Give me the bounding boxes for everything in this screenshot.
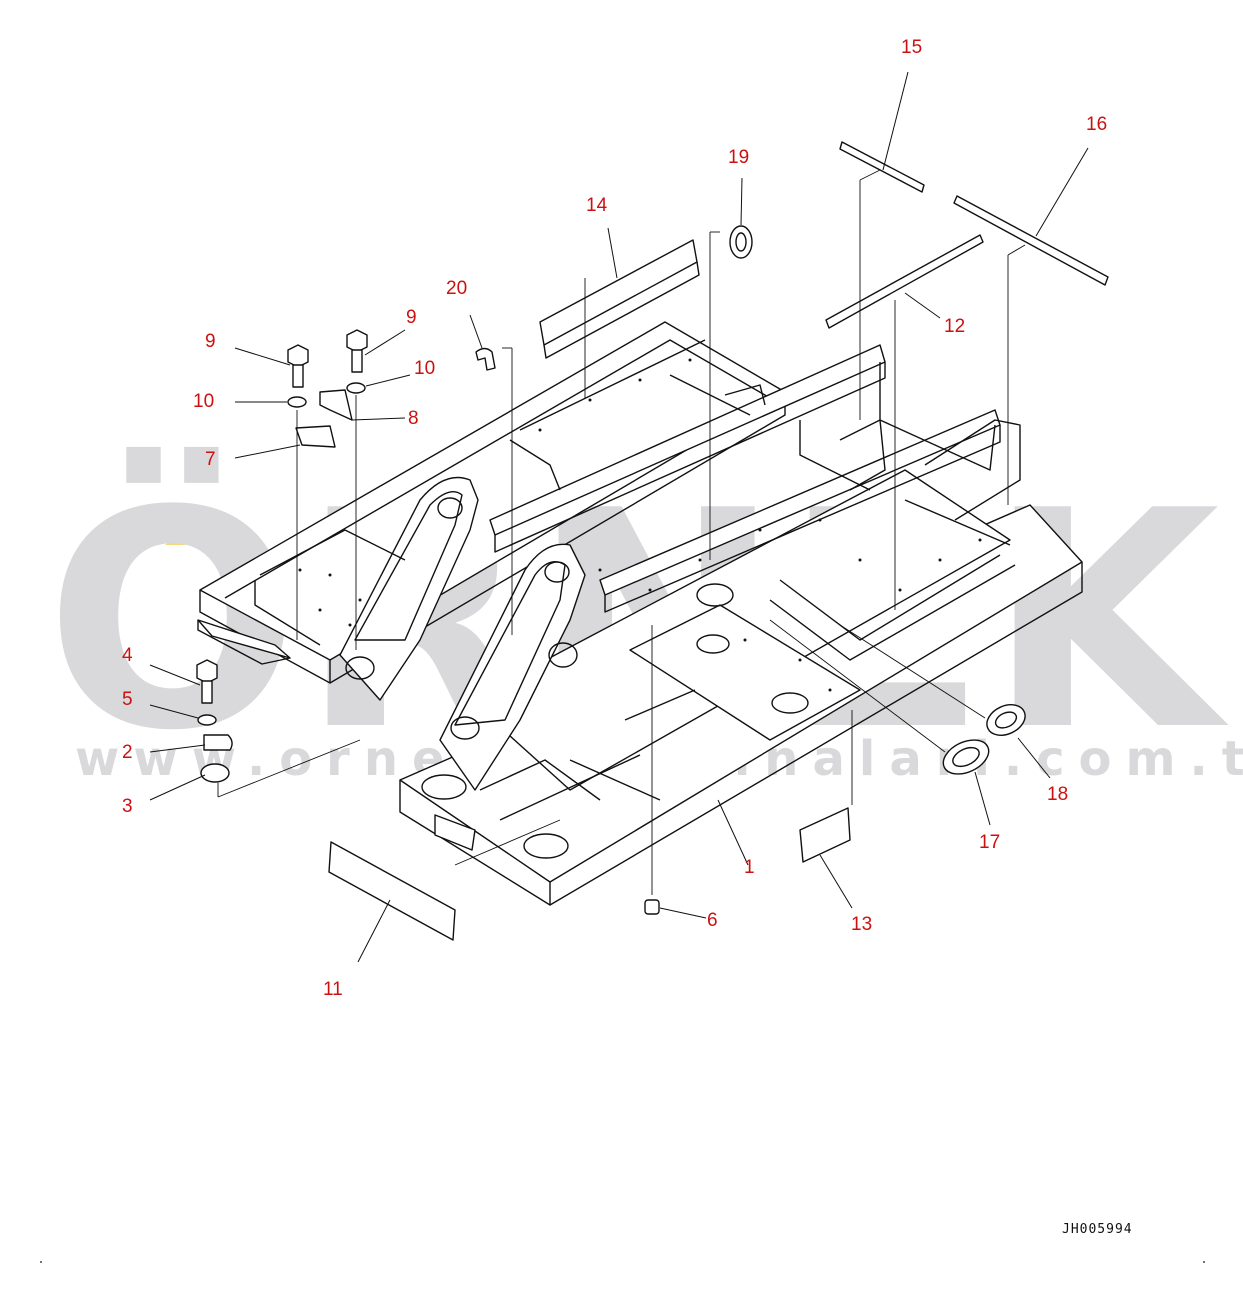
part-6-cap	[644, 899, 660, 915]
callout-3: 3	[122, 796, 133, 817]
callout-19: 19	[728, 147, 749, 168]
callout-5: 5	[122, 689, 133, 710]
frame-detail-dots	[298, 358, 982, 692]
part-4-bolt	[196, 659, 218, 704]
callout-8: 8	[408, 408, 419, 429]
callout-15: 15	[901, 37, 922, 58]
drawing-code: JH005994	[1062, 1222, 1133, 1237]
callout-10-left: 10	[193, 391, 214, 412]
callout-12: 12	[944, 316, 965, 337]
callout-11: 11	[323, 979, 343, 1000]
upper-frame-assembly	[197, 321, 1083, 906]
part-3-plate	[200, 763, 230, 783]
callout-20: 20	[446, 278, 467, 299]
callout-17: 17	[979, 832, 1000, 853]
callout-6: 6	[707, 910, 718, 931]
callout-13: 13	[851, 914, 872, 935]
watermark-accent-right	[165, 520, 215, 545]
callout-4: 4	[122, 645, 133, 666]
part-12-strip	[825, 234, 984, 329]
callout-2: 2	[122, 742, 133, 763]
part-16-strip	[953, 195, 1109, 286]
part-5-washer	[197, 714, 217, 726]
callout-9-right: 9	[406, 307, 417, 328]
callout-16: 16	[1086, 114, 1107, 135]
part-15-strip	[839, 141, 925, 193]
part-10-washer-left	[287, 396, 307, 408]
part-18-grommet	[986, 704, 1026, 736]
part-11-plate	[328, 841, 456, 941]
part-9-bolt-right	[346, 329, 368, 373]
callout-9-left: 9	[205, 331, 216, 352]
callout-14: 14	[586, 195, 608, 216]
parts	[196, 141, 1109, 941]
callout-1: 1	[744, 857, 755, 878]
part-2-plate	[203, 734, 233, 751]
callouts: 1 2 3 4 5 6 7 8 9 9 10 10 11 12 13 14 15…	[122, 37, 1107, 1000]
callout-18: 18	[1047, 784, 1068, 805]
callout-7: 7	[205, 449, 216, 470]
alignment-lines	[217, 169, 1026, 895]
watermark-accent-left	[110, 520, 160, 545]
part-9-bolt-left	[287, 344, 309, 388]
part-7-bracket	[295, 425, 336, 448]
part-19-grommet	[729, 225, 753, 259]
part-8-bracket	[319, 389, 353, 421]
part-20-clip	[475, 347, 496, 371]
part-13-plate	[799, 807, 851, 863]
callout-10-right: 10	[414, 358, 435, 379]
part-10-washer-right	[346, 382, 366, 394]
leader-lines	[149, 71, 1089, 963]
corner-marks	[40, 1261, 1205, 1263]
